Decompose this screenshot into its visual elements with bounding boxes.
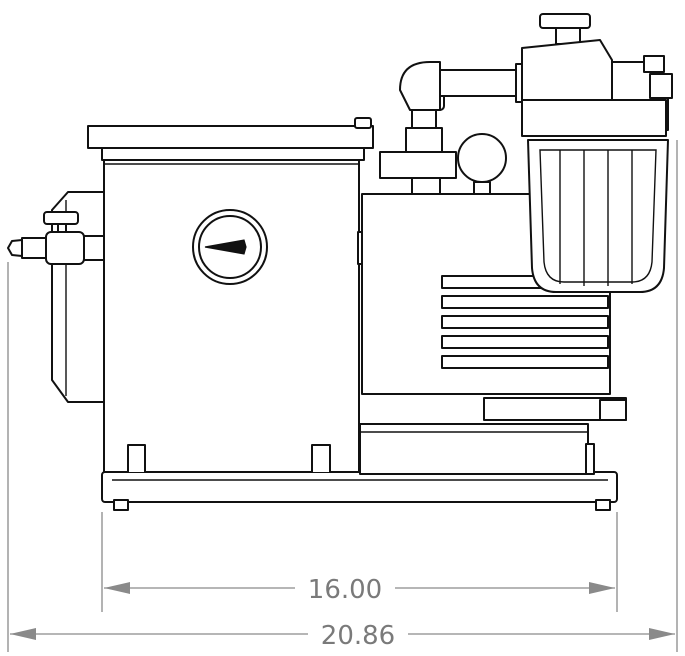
dimension-overall-width-label: 20.86	[321, 621, 395, 651]
dimension-inner-width-label: 16.00	[308, 575, 382, 605]
lower-base-box	[359, 423, 595, 475]
tank-body	[87, 117, 374, 473]
filter-head	[521, 13, 673, 137]
gauge-icon	[192, 209, 268, 285]
horizontal-pipe	[439, 63, 533, 103]
check-ball	[457, 133, 507, 199]
filter-icon	[527, 139, 669, 293]
pipe-elbow	[379, 61, 457, 195]
base-plate	[101, 471, 618, 511]
valve-icon	[7, 211, 105, 265]
motor-housing	[361, 193, 627, 421]
dimension-extension-lines	[7, 140, 678, 652]
dimension-16: 16.00	[104, 575, 615, 605]
dimension-2086: 20.86	[10, 621, 675, 651]
